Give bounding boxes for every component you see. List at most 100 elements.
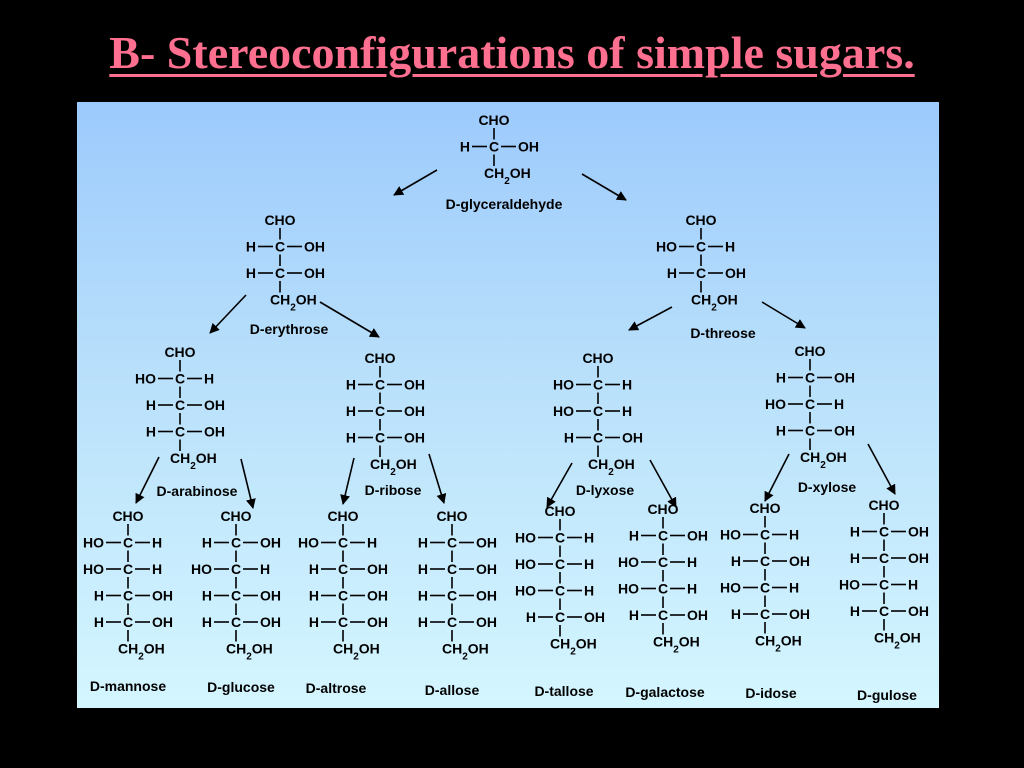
hydrogen-label: H [687,554,697,570]
hydrogen-label: H [94,588,104,604]
carbon-label: C [489,139,499,155]
hydrogen-label: H [146,424,156,440]
hydroxyl-label: OH [260,614,281,630]
slide-title: B- Stereoconfigurations of simple sugars… [109,27,915,78]
derivation-arrow [340,457,355,505]
carbon-label: C [555,609,565,625]
carbon-label: C [760,527,770,543]
sugar-name-label: D-mannose [90,678,166,694]
hydrogen-label: H [564,430,574,446]
carbon-label: C [231,561,241,577]
hydroxymethyl-label: CH2OH [226,641,273,663]
carbon-label: C [123,561,133,577]
sugar-name-label: D-erythrose [250,321,329,337]
sugar-name-label: D-tallose [534,683,593,699]
hydrogen-label: H [94,614,104,630]
hydroxyl-label: OH [404,377,425,393]
hydroxyl-label: HO [720,580,741,596]
hydroxyl-label: OH [789,606,810,622]
hydrogen-label: H [202,614,212,630]
hydroxymethyl-label: CH2OH [874,630,921,652]
hydroxyl-label: OH [725,265,746,281]
hydrogen-label: H [146,397,156,413]
hydrogen-label: H [622,377,632,393]
aldehyde-label: CHO [582,350,613,366]
carbon-label: C [658,528,668,544]
hydrogen-label: H [629,528,639,544]
hydrogen-label: H [622,403,632,419]
hydrogen-label: H [850,524,860,540]
derivation-arrow [581,173,627,201]
hydrogen-label: H [789,580,799,596]
hydrogen-label: H [850,550,860,566]
hydrogen-label: H [731,553,741,569]
hydrogen-label: H [584,583,594,599]
hydrogen-label: H [731,606,741,622]
hydroxyl-label: OH [687,607,708,623]
carbon-label: C [447,561,457,577]
hydroxyl-label: OH [908,550,929,566]
carbon-label: C [555,556,565,572]
derivation-arrows [135,169,896,509]
aldehyde-label: CHO [749,500,780,516]
carbon-label: C [658,581,668,597]
aldehyde-label: CHO [868,497,899,513]
sugar-name-label: D-allose [425,682,480,698]
derivation-arrow [209,294,247,334]
hydroxyl-label: OH [834,423,855,439]
hydrogen-label: H [584,530,594,546]
hydroxyl-label: OH [908,524,929,540]
sugar-name-label: D-xylose [798,479,857,495]
carbon-label: C [375,403,385,419]
sugar-name-label: D-glucose [207,679,275,695]
carbon-label: C [805,423,815,439]
hydroxyl-label: HO [515,556,536,572]
hydroxyl-label: HO [720,527,741,543]
hydrogen-label: H [260,561,270,577]
hydroxyl-label: OH [404,403,425,419]
hydrogen-label: H [204,371,214,387]
hydroxyl-label: HO [765,396,786,412]
hydroxyl-label: HO [83,561,104,577]
aldehyde-label: CHO [436,508,467,524]
hydroxyl-label: OH [584,609,605,625]
hydrogen-label: H [834,396,844,412]
carbon-label: C [593,403,603,419]
aldehyde-label: CHO [544,503,575,519]
derivation-arrow [546,462,573,508]
hydroxymethyl-label: CH2OH [550,636,597,658]
hydroxymethyl-label: CH2OH [755,633,802,655]
hydroxymethyl-label: CH2OH [691,292,738,314]
carbon-label: C [231,535,241,551]
hydroxyl-label: OH [789,553,810,569]
hydrogen-label: H [908,577,918,593]
carbon-label: C [760,606,770,622]
hydroxyl-label: HO [515,530,536,546]
sugar-name-label: D-glyceraldehyde [446,196,563,212]
hydroxyl-label: HO [656,239,677,255]
carbon-label: C [375,430,385,446]
carbon-label: C [275,239,285,255]
hydrogen-label: H [418,535,428,551]
carbon-label: C [338,588,348,604]
hydrogen-label: H [776,423,786,439]
aldehyde-label: CHO [364,350,395,366]
carbon-label: C [696,265,706,281]
sugar-name-label: D-idose [745,685,797,701]
aldehyde-label: CHO [794,343,825,359]
hydroxymethyl-label: CH2OH [370,456,417,478]
hydroxyl-label: OH [476,535,497,551]
carbon-label: C [593,430,603,446]
carbon-label: C [447,588,457,604]
carbon-label: C [175,397,185,413]
carbon-label: C [760,553,770,569]
aldehyde-label: CHO [647,501,678,517]
hydroxyl-label: OH [304,239,325,255]
hydroxyl-label: OH [622,430,643,446]
